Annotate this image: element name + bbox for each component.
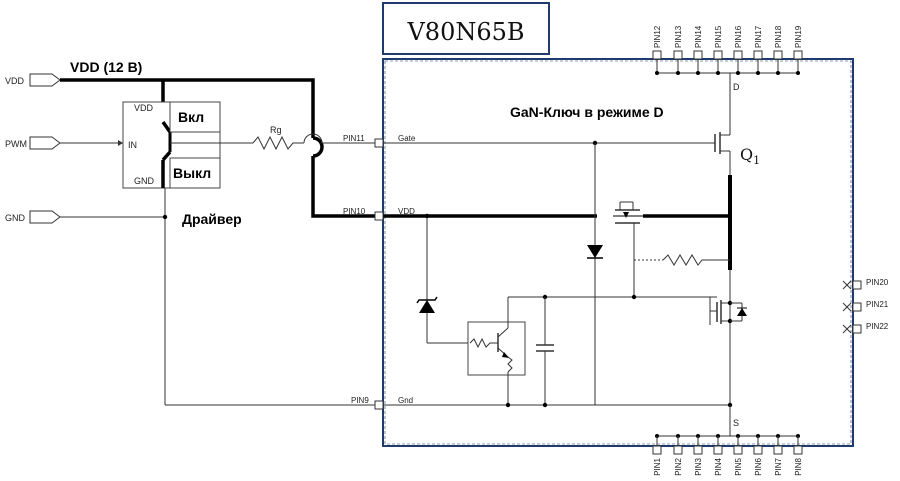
q1-transistor	[714, 86, 731, 175]
off-switch-box	[169, 157, 221, 189]
bottom-pin-label: PIN5	[734, 457, 743, 475]
bottom-pin-label: PIN6	[754, 457, 763, 475]
switch-label: GaN-Ключ в режиме D	[510, 104, 664, 120]
gate-resistor	[252, 135, 304, 151]
svg-text:PIN11: PIN11	[343, 134, 365, 143]
top-pin-box	[652, 50, 662, 60]
bottom-pin-label: PIN2	[674, 457, 683, 475]
input-pwm-connector: PWM	[5, 136, 61, 150]
top-pin-label: PIN16	[734, 25, 743, 48]
bottom-pin-box	[733, 445, 743, 455]
sense-resistor	[662, 254, 730, 266]
top-drain-pins: PIN12 PIN13 PIN14 PIN15 PIN16 PIN17 PIN18 PIN19	[652, 25, 803, 86]
top-pin-box	[733, 50, 743, 60]
bottom-pin-box	[773, 445, 783, 455]
svg-text:VDD: VDD	[398, 207, 415, 216]
right-pin-label: PIN22	[866, 322, 889, 331]
right-pin-label: PIN21	[866, 300, 889, 309]
top-pin-box	[693, 50, 703, 60]
svg-text:Rg: Rg	[270, 125, 282, 135]
low-side-mosfet	[508, 270, 747, 405]
on-switch-box	[169, 101, 221, 133]
bottom-pin-box	[652, 445, 662, 455]
title-box	[382, 2, 550, 55]
svg-text:VDD: VDD	[5, 76, 25, 86]
bottom-pin-box	[713, 445, 723, 455]
driver-label: Драйвер	[182, 211, 242, 227]
input-vdd-connector: VDD	[5, 73, 61, 87]
right-pin-box	[852, 302, 862, 312]
q1-label: Q1	[740, 145, 760, 167]
vdd-pmos	[613, 201, 643, 297]
top-pin-box	[793, 50, 803, 60]
svg-text:PIN10: PIN10	[343, 207, 366, 216]
top-pin-label: PIN18	[774, 25, 783, 48]
bottom-pin-label: PIN8	[794, 457, 803, 475]
zener-diode	[419, 300, 435, 313]
svg-text:Вкл: Вкл	[178, 109, 204, 125]
top-pin-label: PIN13	[674, 25, 683, 48]
bottom-pin-box	[753, 445, 763, 455]
top-pin-label: PIN15	[714, 25, 723, 48]
pin-gate: PIN11 Gate	[343, 134, 416, 148]
clamp-diode	[587, 245, 603, 258]
bias-block	[467, 321, 526, 376]
top-pin-label: PIN17	[754, 25, 763, 48]
package-outline	[382, 58, 854, 447]
svg-text:GND: GND	[134, 176, 155, 186]
top-pin-box	[713, 50, 723, 60]
svg-text:PWM: PWM	[5, 139, 27, 149]
pin-vdd: PIN10 VDD	[343, 207, 415, 221]
top-pin-label: PIN14	[694, 25, 703, 48]
top-pin-box	[773, 50, 783, 60]
supply-label: VDD (12 В)	[70, 59, 142, 75]
right-pin-label: PIN20	[866, 278, 889, 287]
bottom-pin-label: PIN7	[774, 457, 783, 475]
bottom-pin-box	[793, 445, 803, 455]
bottom-pin-box	[673, 445, 683, 455]
input-gnd-connector: GND	[5, 210, 61, 224]
right-pin-box	[852, 324, 862, 334]
bottom-pin-label: PIN1	[653, 457, 662, 475]
bottom-pin-label: PIN3	[694, 457, 703, 475]
bottom-source-pins: PIN1 PIN2 PIN3 PIN4 PIN5 PIN6 PIN7 PIN8	[652, 405, 803, 476]
right-pin-box	[852, 280, 862, 290]
svg-text:IN: IN	[128, 140, 137, 150]
bottom-pin-box	[693, 445, 703, 455]
top-pin-label: PIN19	[794, 25, 803, 48]
bottom-pin-label: PIN4	[714, 457, 723, 475]
svg-text:GND: GND	[5, 213, 26, 223]
svg-text:Gate: Gate	[398, 134, 416, 143]
svg-text:PIN9: PIN9	[351, 396, 369, 405]
svg-text:VDD: VDD	[134, 103, 154, 113]
part-number-title: V80N65B	[406, 18, 524, 46]
svg-text:S: S	[733, 418, 739, 428]
svg-text:Gnd: Gnd	[398, 396, 413, 405]
top-pin-box	[753, 50, 763, 60]
top-pin-label: PIN12	[653, 25, 662, 48]
svg-text:D: D	[733, 82, 740, 92]
svg-text:Выкл: Выкл	[173, 165, 211, 181]
top-pin-box	[673, 50, 683, 60]
